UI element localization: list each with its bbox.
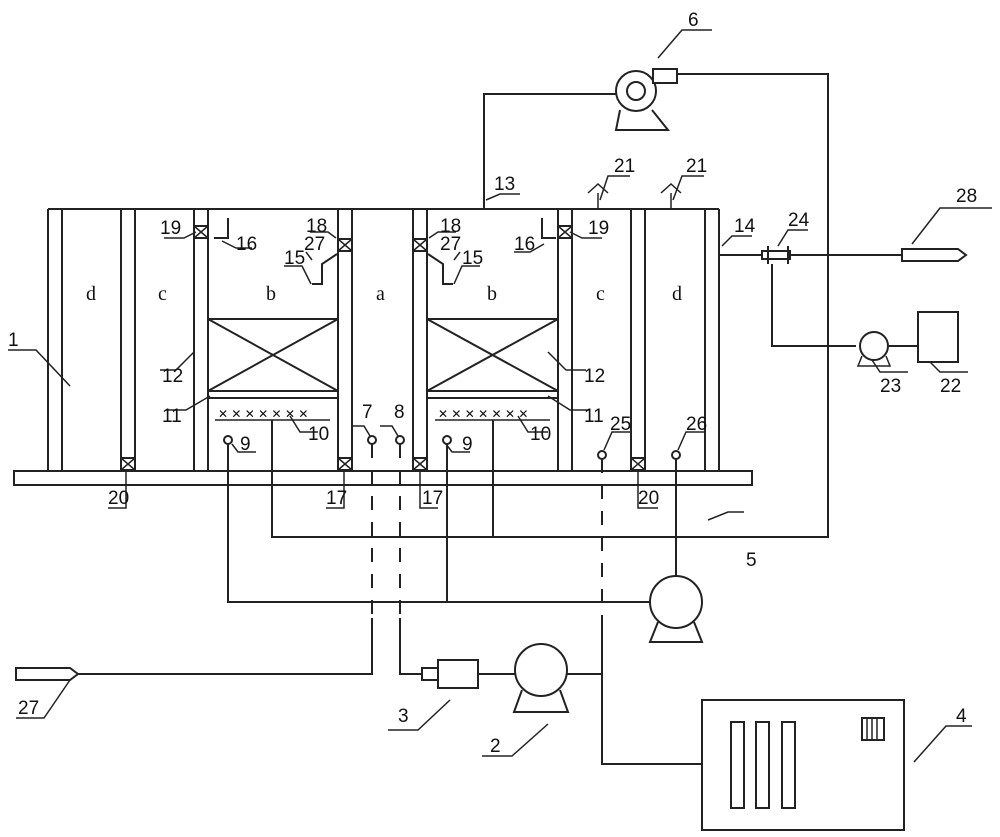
- label-2: 2: [490, 736, 501, 757]
- label-28: 28: [956, 186, 977, 207]
- label-12-right: 12: [584, 366, 605, 387]
- label-16-left: 16: [236, 234, 257, 255]
- label-14: 14: [734, 216, 756, 237]
- label-10-right: 10: [530, 424, 551, 445]
- sensor-probes: [223, 435, 681, 460]
- filter-pack-left: [207, 318, 339, 399]
- zone-a: a: [376, 283, 385, 305]
- valves: [120, 225, 646, 471]
- label-6: 6: [688, 10, 699, 31]
- label-16-right: 16: [514, 234, 535, 255]
- zone-b-left: b: [266, 283, 276, 305]
- outlet-nozzle-28: [901, 248, 968, 262]
- label-13: 13: [494, 174, 515, 195]
- label-21-right: 21: [686, 156, 707, 177]
- dosing-tank-22: [917, 311, 959, 363]
- dosing-pipe: [771, 264, 856, 347]
- label-1: 1: [8, 330, 19, 351]
- zone-d-right: d: [672, 283, 682, 305]
- inlet-nozzle: [15, 667, 80, 681]
- label-26: 26: [686, 414, 707, 435]
- filter-pack-right: [426, 318, 559, 399]
- label-21-left: 21: [614, 156, 635, 177]
- label-19-right: 19: [588, 218, 609, 239]
- blower-6: [614, 68, 678, 131]
- aerator-left: ✕ ✕ ✕ ✕ ✕ ✕ ✕: [215, 407, 330, 421]
- label-8: 8: [394, 402, 405, 423]
- label-27-right: 27: [440, 234, 461, 255]
- label-25: 25: [610, 414, 631, 435]
- label-17-left: 17: [326, 488, 347, 509]
- label-20-left: 20: [108, 488, 129, 509]
- vent-21-right: [660, 182, 682, 209]
- valve-24: [761, 246, 791, 264]
- dosing-pump-23: [856, 331, 892, 367]
- zone-d-left: d: [86, 283, 96, 305]
- pipe-to-flowmeter: [399, 618, 422, 675]
- vent-21-left: [587, 182, 609, 209]
- label-7: 7: [362, 402, 373, 423]
- label-12-left: 12: [162, 366, 183, 387]
- overflow-pipe-left: [214, 218, 229, 239]
- label-5: 5: [746, 550, 757, 571]
- control-cabinet-4: [701, 699, 905, 831]
- label-10-left: 10: [308, 424, 329, 445]
- pipe-to-controller: [567, 618, 702, 765]
- air-loop-pipe: [271, 73, 829, 538]
- label-24: 24: [788, 210, 810, 231]
- label-9-right: 9: [462, 434, 473, 455]
- base-plate: [13, 470, 753, 486]
- label-27-left: 27: [304, 234, 325, 255]
- label-4: 4: [956, 706, 967, 727]
- label-15-left: 15: [284, 248, 305, 269]
- label-18-left: 18: [306, 216, 327, 237]
- leader-lines: [8, 29, 992, 763]
- overflow-pipe-right: [541, 218, 556, 239]
- label-20-right: 20: [638, 488, 659, 509]
- label-11-right: 11: [584, 406, 604, 427]
- inlet-pipe: [76, 618, 373, 675]
- aerator-right: ✕ ✕ ✕ ✕ ✕ ✕ ✕: [435, 407, 550, 421]
- label-17-right: 17: [422, 488, 443, 509]
- pipe-15-left: [312, 253, 338, 285]
- pump-2: [512, 643, 570, 713]
- label-11-left: 11: [162, 406, 182, 427]
- pipe-15-right: [427, 253, 453, 285]
- svg-text:✕ ✕ ✕ ✕ ✕ ✕ ✕: ✕ ✕ ✕ ✕ ✕ ✕ ✕: [438, 407, 528, 421]
- label-19-left: 19: [160, 218, 181, 239]
- label-22: 22: [940, 376, 961, 397]
- svg-text:✕ ✕ ✕ ✕ ✕ ✕ ✕: ✕ ✕ ✕ ✕ ✕ ✕ ✕: [218, 407, 308, 421]
- label-23: 23: [880, 376, 901, 397]
- zone-c-left: c: [158, 283, 167, 305]
- recirculation-pipe: [227, 444, 677, 603]
- label-15-right: 15: [462, 248, 483, 269]
- label-18-right: 18: [440, 216, 461, 237]
- label-3: 3: [398, 706, 409, 727]
- zone-c-right: c: [596, 283, 605, 305]
- pump-5: [648, 575, 704, 643]
- flowmeter-3: [421, 659, 479, 689]
- label-27-inlet: 27: [18, 698, 39, 719]
- label-9-left: 9: [240, 434, 251, 455]
- zone-b-right: b: [487, 283, 497, 305]
